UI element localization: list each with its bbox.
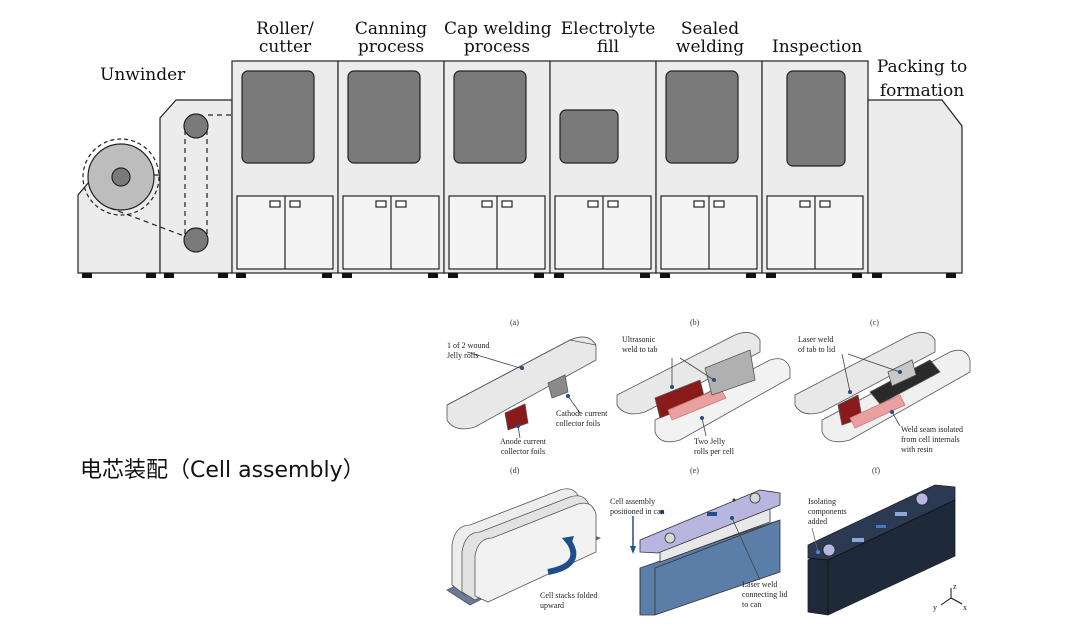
callout-cell-stacks: Cell stacks folded upward <box>540 591 598 610</box>
cell-assembly-caption: 电芯装配（Cell assembly） <box>80 458 365 483</box>
panel-e-drawing <box>630 489 781 616</box>
unwinder-reel-outline <box>82 138 160 216</box>
window-electrolyte <box>559 109 619 164</box>
axis-y-label: y <box>933 603 937 612</box>
axis-x-label: x <box>963 603 967 612</box>
panel-b-letter: (b) <box>690 318 700 327</box>
window-inspection <box>786 70 846 167</box>
upper-roller <box>183 113 209 139</box>
panel-d-letter: (d) <box>510 466 520 475</box>
label-canning: Canning process <box>354 19 428 57</box>
callout-two-jelly: Two Jelly rolls per cell <box>694 437 734 456</box>
unwinder-core <box>111 167 131 187</box>
callout-anode: Anode current collector foils <box>500 437 546 456</box>
panel-f-letter: (f) <box>872 466 880 475</box>
label-packing: Packing to formation <box>876 57 968 101</box>
callout-cell-positioned: Cell assembly positioned in can <box>610 497 665 516</box>
window-cap <box>453 70 527 164</box>
callout-laser-weld-can: Laser weld connecting lid to can <box>742 580 788 609</box>
panel-e-letter: (e) <box>690 466 699 475</box>
panel-f-drawing <box>807 484 956 616</box>
axis-z-label: z <box>953 582 957 591</box>
label-unwinder: Unwinder <box>100 65 186 85</box>
lower-roller <box>183 227 209 253</box>
xyz-axes <box>940 588 963 606</box>
label-roller-cutter: Roller/ cutter <box>256 19 314 57</box>
callout-cathode: Cathode current collector foils <box>556 409 608 428</box>
panel-d-drawing <box>446 488 602 606</box>
window-sealed <box>665 70 739 164</box>
packing-housing <box>867 99 963 274</box>
label-cap-welding: Cap welding process <box>444 19 552 57</box>
label-inspection: Inspection <box>772 37 863 57</box>
label-sealed-welding: Sealed welding <box>675 19 745 57</box>
callout-laser-weld-tab: Laser weld of tab to lid <box>798 335 836 354</box>
window-roller <box>241 70 315 164</box>
callout-weld-seam: Weld seam isolated from cell internals w… <box>901 425 964 454</box>
callout-jelly-rolls: 1 of 2 wound Jelly rolls <box>447 341 490 360</box>
callout-isolating: Isolating components added <box>808 497 847 526</box>
callout-ultrasonic: Ultrasonic weld to tab <box>622 335 658 354</box>
panel-c-drawing <box>794 332 971 443</box>
panel-c-letter: (c) <box>870 318 879 327</box>
panel-a-letter: (a) <box>510 318 519 327</box>
panel-a-drawing <box>446 336 597 439</box>
window-canning <box>347 70 421 164</box>
label-electrolyte: Electrolyte fill <box>560 19 656 57</box>
panel-b-drawing <box>616 332 791 443</box>
